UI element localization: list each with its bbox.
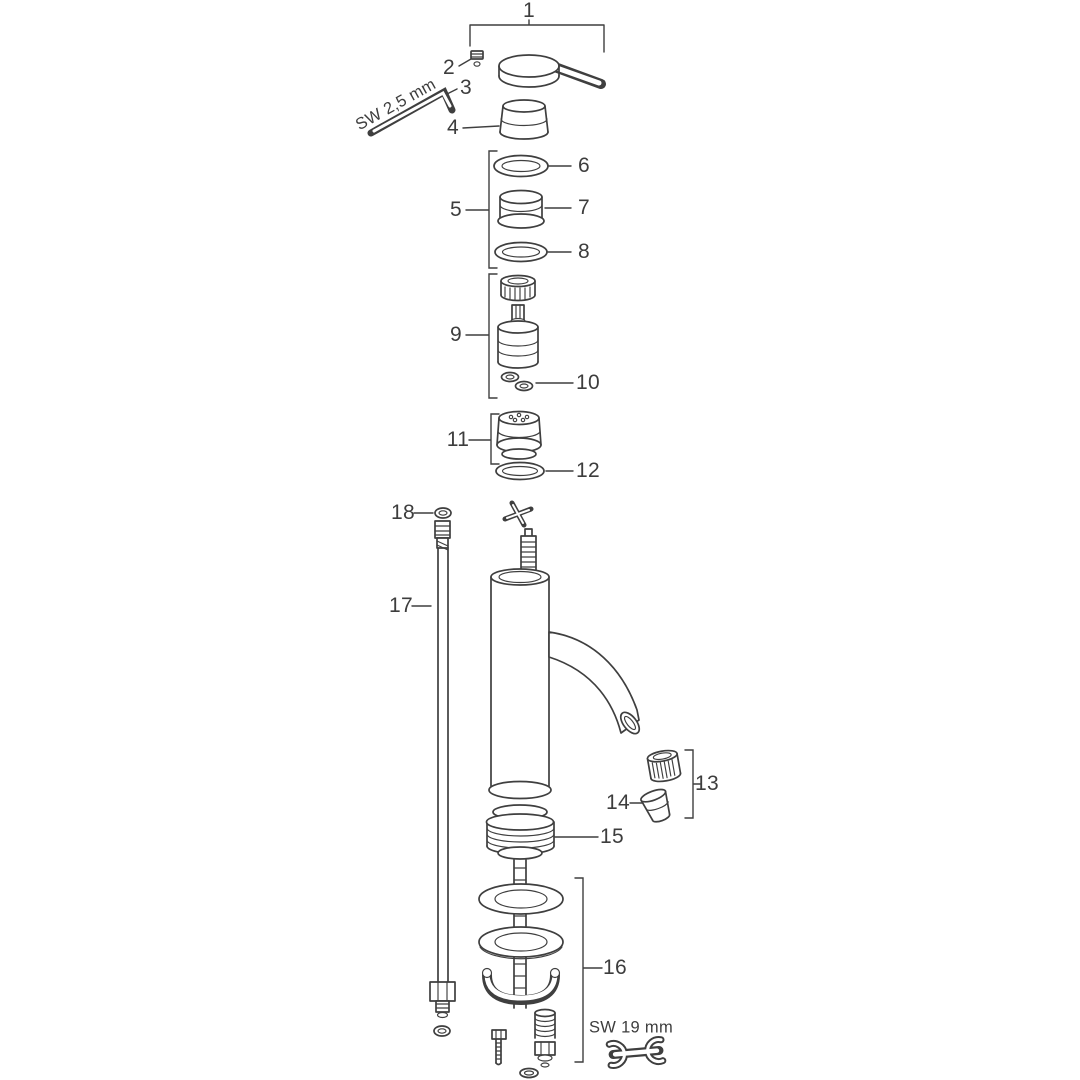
- callout-7: 7: [578, 196, 590, 219]
- seal-set-drawing: [500, 371, 534, 392]
- callout-15: 15: [600, 825, 624, 848]
- callout-leader-lines: [411, 19, 701, 1063]
- aerator-insert-drawing: [640, 788, 671, 823]
- callout-12: 12: [576, 459, 600, 482]
- callout-9: 9: [450, 323, 462, 346]
- callout-6: 6: [578, 154, 590, 177]
- mounting-set-drawing: [478, 883, 564, 1079]
- callout-5: 5: [450, 198, 462, 221]
- wrench-size-label: SW 19 mm: [589, 1018, 673, 1037]
- o-ring-6-drawing: [493, 154, 549, 178]
- aerator-drawing: [646, 749, 682, 783]
- cross-key-icon: [502, 500, 534, 528]
- hose-seal-drawing: [434, 507, 452, 519]
- callout-11: 11: [446, 428, 470, 451]
- callout-13: 13: [695, 772, 719, 795]
- callout-16: 16: [603, 956, 627, 979]
- callout-10: 10: [576, 371, 600, 394]
- faucet-body-drawing: [488, 528, 641, 800]
- cartridge-drawing: [497, 304, 539, 369]
- base-nut-drawing: [485, 804, 555, 860]
- callout-1: 1: [523, 0, 535, 22]
- o-ring-12-drawing: [495, 461, 545, 481]
- supply-hose-drawing: [429, 520, 456, 1037]
- callout-8: 8: [578, 240, 590, 263]
- allen-key-drawing: [367, 87, 456, 137]
- thread-adapter-drawing: [497, 189, 545, 229]
- callout-3: 3: [460, 76, 472, 99]
- o-ring-8-drawing: [494, 241, 548, 263]
- callout-17: 17: [389, 594, 413, 617]
- cartridge-retainer-drawing: [500, 274, 536, 302]
- callout-18: 18: [391, 501, 415, 524]
- callout-4: 4: [447, 116, 459, 139]
- callout-14: 14: [606, 791, 630, 814]
- set-screw-drawing: [470, 50, 484, 67]
- handle-skirt-drawing: [499, 99, 549, 140]
- check-valve-drawing: [496, 410, 542, 460]
- callout-2: 2: [443, 56, 455, 79]
- handle-assembly-drawing: [498, 54, 606, 89]
- open-end-wrench-icon: [605, 1036, 667, 1069]
